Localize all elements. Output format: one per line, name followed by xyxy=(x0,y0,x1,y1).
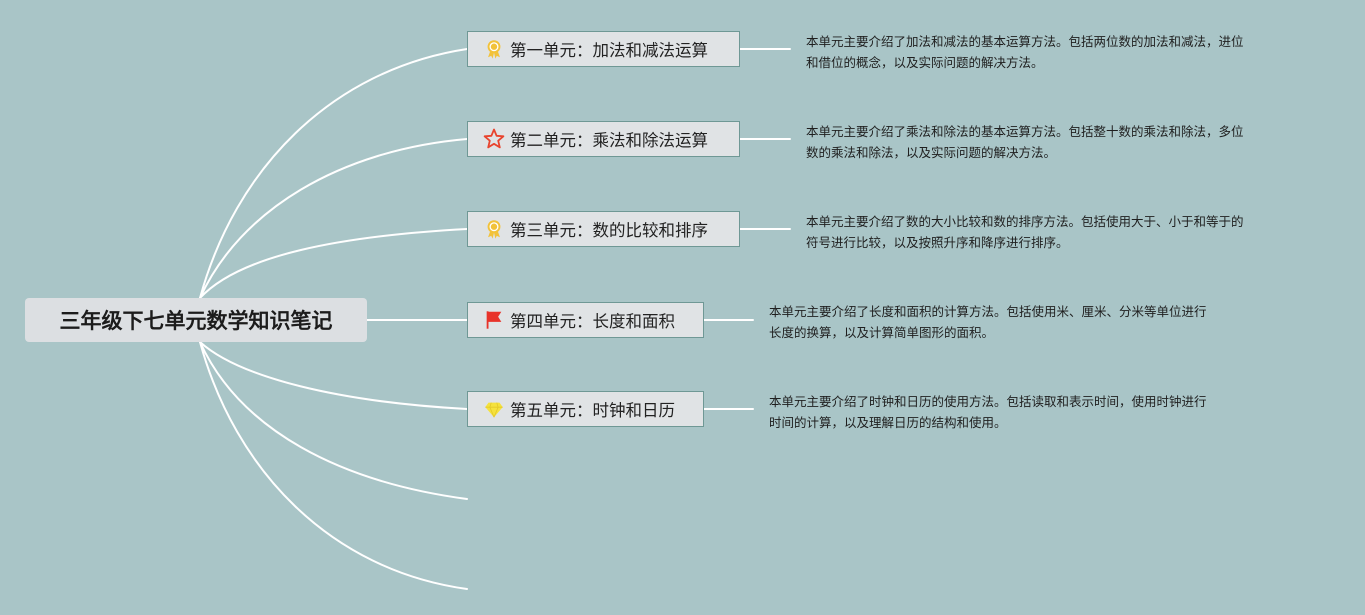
branch-line-empty-2 xyxy=(199,341,468,590)
unit-1-topic[interactable]: 第一单元：加法和减法运算 xyxy=(467,31,740,67)
description-line: 本单元主要介绍了乘法和除法的基本运算方法。包括整十数的乘法和除法，多位 xyxy=(806,124,1244,139)
star-icon xyxy=(482,127,506,151)
award-ribbon-icon xyxy=(482,37,506,61)
description-line: 本单元主要介绍了时钟和日历的使用方法。包括读取和表示时间，使用时钟进行 xyxy=(769,394,1207,409)
description-line: 本单元主要介绍了数的大小比较和数的排序方法。包括使用大于、小于和等于的 xyxy=(806,214,1244,229)
root-title: 三年级下七单元数学知识笔记 xyxy=(59,309,333,333)
description-line: 数的乘法和除法，以及实际问题的解决方法。 xyxy=(806,145,1057,160)
description-line: 和借位的概念，以及实际问题的解决方法。 xyxy=(806,55,1044,70)
branch-line-empty-1 xyxy=(199,341,468,500)
description-line: 符号进行比较，以及按照升序和降序进行排序。 xyxy=(806,235,1069,250)
unit-4-description: 本单元主要介绍了长度和面积的计算方法。包括使用米、厘米、分米等单位进行 长度的换… xyxy=(769,301,1207,343)
unit-2-topic[interactable]: 第二单元：乘法和除法运算 xyxy=(467,121,740,157)
branch-line-unit-1 xyxy=(199,48,468,299)
unit-1-description: 本单元主要介绍了加法和减法的基本运算方法。包括两位数的加法和减法，进位 和借位的… xyxy=(806,31,1244,73)
branch-line-unit-3 xyxy=(199,228,468,299)
branch-line-unit-5 xyxy=(199,341,468,410)
unit-2-description: 本单元主要介绍了乘法和除法的基本运算方法。包括整十数的乘法和除法，多位 数的乘法… xyxy=(806,121,1244,163)
description-line: 本单元主要介绍了长度和面积的计算方法。包括使用米、厘米、分米等单位进行 xyxy=(769,304,1207,319)
description-line: 时间的计算，以及理解日历的结构和使用。 xyxy=(769,415,1007,430)
unit-4-label: 第四单元：长度和面积 xyxy=(510,312,675,331)
branch-line-unit-2 xyxy=(199,138,468,299)
description-line: 本单元主要介绍了加法和减法的基本运算方法。包括两位数的加法和减法，进位 xyxy=(806,34,1244,49)
unit-2-label: 第二单元：乘法和除法运算 xyxy=(510,131,708,150)
unit-3-label: 第三单元：数的比较和排序 xyxy=(510,221,708,240)
gem-icon xyxy=(482,397,506,421)
root-topic[interactable]: 三年级下七单元数学知识笔记 xyxy=(25,298,367,342)
unit-4-topic[interactable]: 第四单元：长度和面积 xyxy=(467,302,704,338)
unit-1-label: 第一单元：加法和减法运算 xyxy=(510,41,708,60)
unit-5-topic[interactable]: 第五单元：时钟和日历 xyxy=(467,391,704,427)
unit-3-topic[interactable]: 第三单元：数的比较和排序 xyxy=(467,211,740,247)
unit-3-description: 本单元主要介绍了数的大小比较和数的排序方法。包括使用大于、小于和等于的 符号进行… xyxy=(806,211,1244,253)
description-line: 长度的换算，以及计算简单图形的面积。 xyxy=(769,325,995,340)
unit-5-label: 第五单元：时钟和日历 xyxy=(510,401,675,420)
unit-5-description: 本单元主要介绍了时钟和日历的使用方法。包括读取和表示时间，使用时钟进行 时间的计… xyxy=(769,391,1207,433)
flag-icon xyxy=(482,308,506,332)
award-ribbon-icon xyxy=(482,217,506,241)
